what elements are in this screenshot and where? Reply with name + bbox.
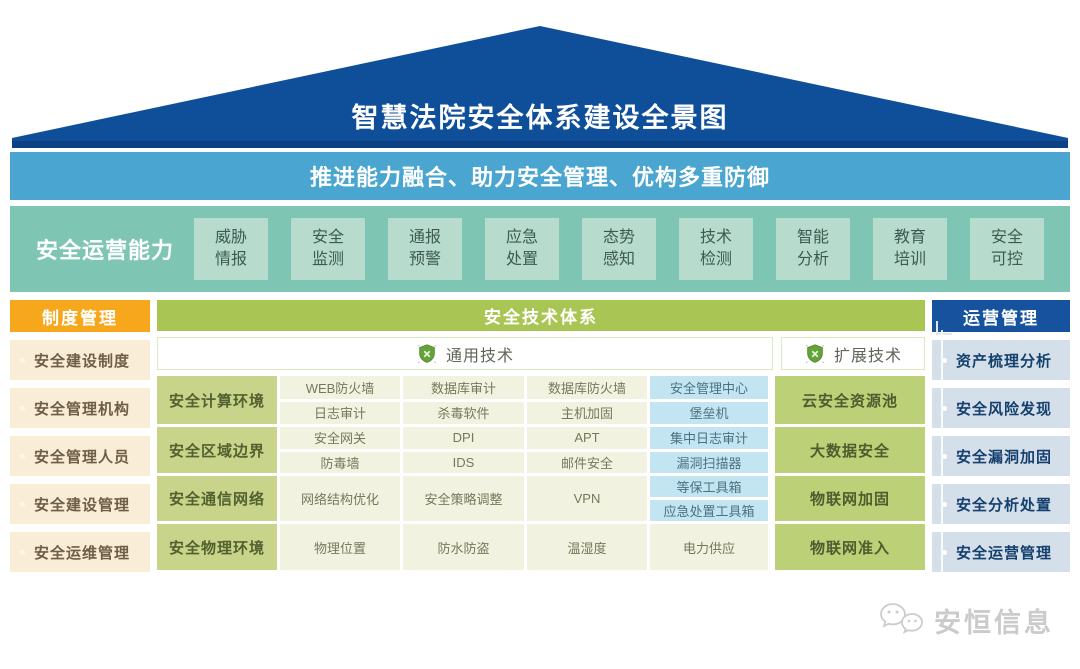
extended-tech-item: 大数据安全: [775, 427, 925, 473]
bullet-icon: [20, 357, 25, 363]
tech-cell-mgmt: 集中日志审计: [650, 427, 768, 449]
bullet-icon: [942, 405, 947, 411]
operation-item: 安全漏洞加固: [932, 436, 1070, 476]
ops-row-label: 安全运营能力: [36, 238, 175, 263]
tech-row-label: 安全物理环境: [157, 524, 277, 570]
tech-header: 安全技术体系: [157, 300, 925, 331]
capability-box: 通报预警: [388, 218, 462, 280]
bullet-icon: [942, 357, 947, 363]
operation-column: 运营管理 资产梳理分析 安全风险发现 安全漏洞加固 安全分析处置 安全运营管理: [932, 300, 1070, 580]
tech-cell: IDS: [403, 451, 524, 473]
capability-box: 态势感知: [582, 218, 656, 280]
policy-column: 制度管理 安全建设制度 安全管理机构 安全管理人员 安全建设管理 安全运维管理: [10, 300, 150, 572]
tech-cell: 安全网关: [280, 427, 400, 449]
bullet-icon: [20, 549, 25, 555]
tech-cell: 邮件安全: [527, 451, 647, 473]
bullet-icon: [20, 501, 25, 507]
capability-box: 威胁情报: [194, 218, 268, 280]
banner: 推进能力融合、助力安全管理、优构多重防御: [10, 152, 1070, 200]
tech-grid: 安全计算环境 WEB防火墙 数据库审计 数据库防火墙 安全管理中心 日志审计 杀…: [157, 376, 925, 570]
tech-cell: 电力供应: [650, 524, 768, 570]
bullet-icon: [20, 405, 25, 411]
tech-cell: VPN: [527, 476, 647, 521]
tech-cell-mgmt: 漏洞扫描器: [650, 451, 768, 473]
capability-box: 教育培训: [873, 218, 947, 280]
tech-row-label: 安全通信网络: [157, 476, 277, 521]
banner-text: 推进能力融合、助力安全管理、优构多重防御: [309, 165, 770, 190]
chat-bubbles-icon: [880, 603, 923, 634]
general-tech-bar: 通用技术: [157, 337, 773, 370]
tech-cell: 日志审计: [280, 401, 400, 424]
extended-tech-item: 物联网准入: [775, 524, 925, 570]
capability-box: 安全可控: [970, 218, 1044, 280]
policy-item: 安全运维管理: [10, 532, 150, 572]
watermark-text: 安恒信息: [934, 607, 1054, 638]
tech-row-boundary: 安全区域边界 安全网关 DPI APT 集中日志审计 防毒墙 IDS 邮件安全 …: [157, 427, 768, 473]
tech-cell: 杀毒软件: [403, 401, 524, 424]
ops-capability-row: 安全运营能力 威胁情报 安全监测 通报预警 应急处置 态势感知 技术检测 智能分…: [10, 206, 1070, 292]
tech-section: 安全技术体系 通用技术 扩展技术: [157, 300, 925, 570]
shield-icon: [417, 343, 437, 363]
policy-item: 安全建设制度: [10, 340, 150, 380]
operation-item: 安全分析处置: [932, 484, 1070, 524]
tech-cell: 数据库防火墙: [527, 376, 647, 399]
operation-item: 安全运营管理: [932, 532, 1070, 572]
tech-cell: 温湿度: [527, 524, 647, 570]
operation-header: 运营管理: [932, 300, 1070, 335]
tech-row-label: 安全区域边界: [157, 427, 277, 473]
operation-item: 安全风险发现: [932, 388, 1070, 428]
policy-item: 安全建设管理: [10, 484, 150, 524]
bullet-icon: [942, 453, 947, 459]
watermark: 安恒信息: [878, 600, 1054, 640]
tech-cell-mgmt: 堡垒机: [650, 401, 768, 424]
tech-cell: APT: [527, 427, 647, 449]
tech-cell: 安全策略调整: [403, 476, 524, 521]
extended-tech-item: 物联网加固: [775, 476, 925, 521]
extended-tech-bar: 扩展技术: [781, 337, 925, 370]
policy-header: 制度管理: [10, 300, 150, 332]
capability-box: 安全监测: [291, 218, 365, 280]
connector-line: [941, 330, 943, 580]
policy-item: 安全管理人员: [10, 436, 150, 476]
extended-tech-column: 云安全资源池 大数据安全 物联网加固 物联网准入: [775, 376, 925, 570]
operation-item: 资产梳理分析: [932, 340, 1070, 380]
tech-cell: WEB防火墙: [280, 376, 400, 399]
tech-cell: 防水防盗: [403, 524, 524, 570]
tech-cell: 数据库审计: [403, 376, 524, 399]
tech-row-computing: 安全计算环境 WEB防火墙 数据库审计 数据库防火墙 安全管理中心 日志审计 杀…: [157, 376, 768, 424]
shield-icon: [805, 343, 825, 363]
tech-cell: 网络结构优化: [280, 476, 400, 521]
tech-cell-mgmt: 安全管理中心: [650, 376, 768, 399]
tech-cell-mgmt: 应急处置工具箱: [650, 500, 768, 521]
tech-row-physical: 安全物理环境 物理位置 防水防盗 温湿度 电力供应: [157, 524, 768, 570]
ops-boxes: 威胁情报 安全监测 通报预警 应急处置 态势感知 技术检测 智能分析 教育培训 …: [194, 218, 1044, 280]
extended-tech-item: 云安全资源池: [775, 376, 925, 424]
tech-cell: 物理位置: [280, 524, 400, 570]
capability-box: 智能分析: [776, 218, 850, 280]
tech-row-network: 安全通信网络 网络结构优化 安全策略调整 VPN 等保工具箱 应急处置工具箱: [157, 476, 768, 521]
bullet-icon: [942, 501, 947, 507]
capability-box: 应急处置: [485, 218, 559, 280]
tech-cell-mgmt: 等保工具箱: [650, 476, 768, 497]
tech-bars: 通用技术 扩展技术: [157, 337, 925, 370]
bullet-icon: [20, 453, 25, 459]
tech-cell: 主机加固: [527, 401, 647, 424]
roof-shape: [12, 26, 1068, 148]
tech-row-label: 安全计算环境: [157, 376, 277, 424]
tech-cell: 防毒墙: [280, 451, 400, 473]
tech-cell: DPI: [403, 427, 524, 449]
capability-box: 技术检测: [679, 218, 753, 280]
bullet-icon: [942, 549, 947, 555]
policy-item: 安全管理机构: [10, 388, 150, 428]
page-title: 智慧法院安全体系建设全景图: [351, 103, 729, 133]
